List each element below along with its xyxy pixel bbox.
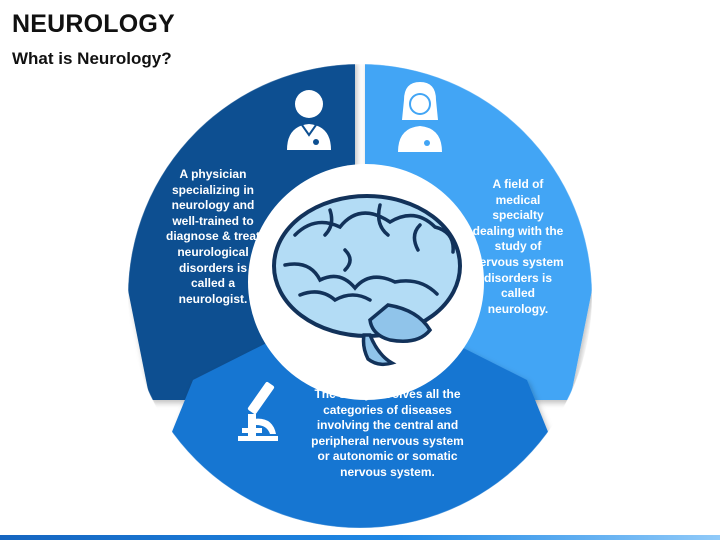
male-doctor-icon <box>287 90 331 150</box>
segment-left-text: A physician specializing in neurology an… <box>165 167 261 306</box>
segment-bottom-text: The study involves all the categories of… <box>311 387 464 479</box>
bottom-accent-bar <box>0 535 720 540</box>
page-subtitle: What is Neurology? <box>12 49 172 68</box>
page-title: NEUROLOGY <box>12 10 175 38</box>
segment-right-text: A field of medical specialty dealing wit… <box>472 177 564 316</box>
microscope-icon <box>238 381 278 441</box>
brain-icon <box>272 194 462 367</box>
female-doctor-icon <box>398 82 442 152</box>
segment-bottom <box>128 296 592 528</box>
